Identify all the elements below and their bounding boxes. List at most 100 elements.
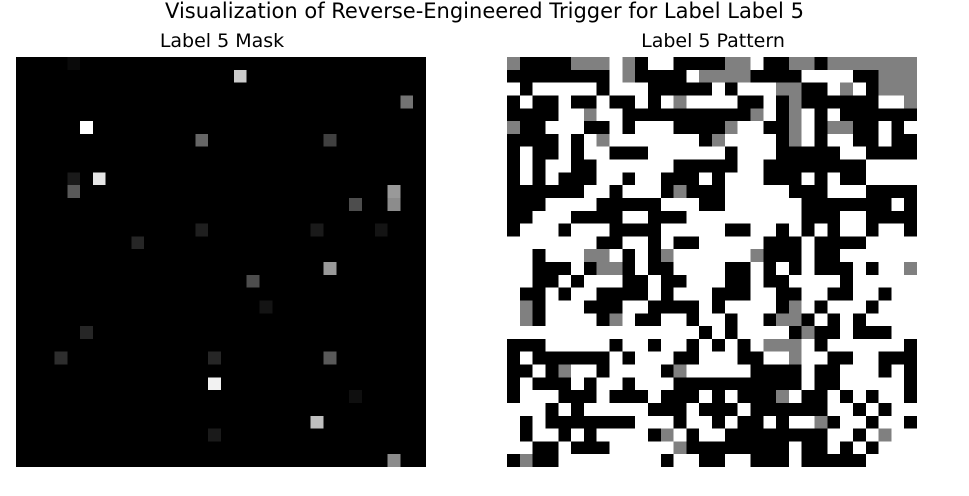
pattern-cell bbox=[840, 364, 853, 378]
pattern-cell bbox=[788, 313, 802, 327]
pattern-cell bbox=[878, 121, 892, 134]
pattern-cell bbox=[660, 390, 674, 403]
pattern-cell bbox=[635, 146, 648, 160]
pattern-cell bbox=[660, 441, 674, 455]
pattern-cell bbox=[814, 274, 828, 288]
pattern-cell bbox=[647, 57, 661, 70]
pattern-cell bbox=[788, 338, 802, 352]
pattern-cell bbox=[891, 159, 905, 173]
pattern-cell bbox=[622, 108, 636, 122]
pattern-cell bbox=[891, 133, 905, 147]
pattern-cell bbox=[686, 57, 700, 70]
pattern-cell bbox=[519, 69, 533, 83]
pattern-cell bbox=[904, 185, 917, 198]
pattern-cell bbox=[571, 146, 584, 160]
pattern-cell bbox=[865, 428, 879, 442]
pattern-cell bbox=[699, 402, 712, 416]
pattern-cell bbox=[750, 57, 764, 70]
pattern-cell bbox=[699, 108, 712, 122]
pattern-cell bbox=[776, 287, 789, 301]
pattern-cell bbox=[609, 108, 623, 122]
pattern-cell bbox=[904, 133, 917, 147]
pattern-cell bbox=[763, 69, 777, 83]
pattern-cell bbox=[724, 146, 738, 160]
pattern-cell bbox=[878, 338, 892, 352]
pattern-cell bbox=[891, 441, 905, 455]
pattern-cell bbox=[904, 108, 917, 122]
pattern-cell bbox=[609, 172, 623, 186]
pattern-cell bbox=[545, 172, 559, 186]
pattern-cell bbox=[660, 57, 674, 70]
mask-cell bbox=[208, 351, 221, 365]
pattern-cell bbox=[635, 364, 648, 378]
pattern-cell bbox=[635, 57, 648, 70]
pattern-cell bbox=[673, 95, 687, 109]
pattern-cell bbox=[660, 249, 674, 262]
pattern-cell bbox=[763, 390, 777, 403]
pattern-cell bbox=[827, 95, 841, 109]
pattern-cell bbox=[622, 351, 636, 365]
pattern-cell bbox=[904, 402, 917, 416]
pattern-cell bbox=[647, 236, 661, 250]
mask-cell bbox=[208, 377, 221, 391]
pattern-cell bbox=[583, 210, 597, 224]
pattern-cell bbox=[571, 69, 584, 83]
pattern-cell bbox=[507, 146, 520, 160]
pattern-cell bbox=[583, 57, 597, 70]
pattern-cell bbox=[532, 326, 546, 339]
mask-cell bbox=[80, 326, 93, 339]
pattern-cell bbox=[571, 274, 584, 288]
pattern-cell bbox=[673, 390, 687, 403]
pattern-cell bbox=[878, 69, 892, 83]
pattern-cell bbox=[904, 69, 917, 83]
pattern-cell bbox=[891, 402, 905, 416]
pattern-cell bbox=[724, 95, 738, 109]
pattern-cell bbox=[558, 377, 572, 391]
pattern-cell bbox=[737, 274, 751, 288]
mask-cell bbox=[233, 69, 247, 83]
pattern-cell bbox=[827, 402, 841, 416]
pattern-cell bbox=[647, 95, 661, 109]
pattern-cell bbox=[583, 146, 597, 160]
pattern-cell bbox=[827, 146, 841, 160]
pattern-cell bbox=[673, 69, 687, 83]
pattern-cell bbox=[545, 185, 559, 198]
pattern-cell bbox=[801, 236, 815, 250]
pattern-cell bbox=[699, 326, 712, 339]
pattern-cell bbox=[801, 300, 815, 314]
pattern-cell bbox=[776, 428, 789, 442]
pattern-cell bbox=[865, 274, 879, 288]
pattern-cell bbox=[622, 57, 636, 70]
pattern-cell bbox=[609, 326, 623, 339]
pattern-cell bbox=[852, 377, 866, 391]
pattern-cell bbox=[686, 210, 700, 224]
pattern-cell bbox=[660, 69, 674, 83]
pattern-cell bbox=[596, 313, 610, 327]
pattern-cell bbox=[673, 236, 687, 250]
pattern-cell bbox=[840, 57, 853, 70]
pattern-cell bbox=[712, 57, 725, 70]
pattern-cell bbox=[814, 402, 828, 416]
pattern-cell bbox=[647, 415, 661, 429]
pattern-cell bbox=[865, 185, 879, 198]
pattern-cell bbox=[660, 287, 674, 301]
pattern-cell bbox=[596, 95, 610, 109]
pattern-cell bbox=[596, 338, 610, 352]
pattern-cell bbox=[865, 441, 879, 455]
pattern-cell bbox=[724, 428, 738, 442]
pattern-cell bbox=[776, 274, 789, 288]
pattern-cell bbox=[635, 82, 648, 96]
pattern-cell bbox=[840, 197, 853, 211]
pattern-cell bbox=[865, 454, 879, 467]
pattern-cell bbox=[852, 249, 866, 262]
pattern-cell bbox=[635, 223, 648, 237]
pattern-cell bbox=[865, 338, 879, 352]
pattern-cell bbox=[750, 146, 764, 160]
pattern-cell bbox=[583, 313, 597, 327]
pattern-cell bbox=[571, 402, 584, 416]
mask-cell bbox=[374, 223, 388, 237]
pattern-cell bbox=[622, 415, 636, 429]
pattern-cell bbox=[814, 82, 828, 96]
pattern-cell bbox=[865, 300, 879, 314]
pattern-cell bbox=[532, 377, 546, 391]
